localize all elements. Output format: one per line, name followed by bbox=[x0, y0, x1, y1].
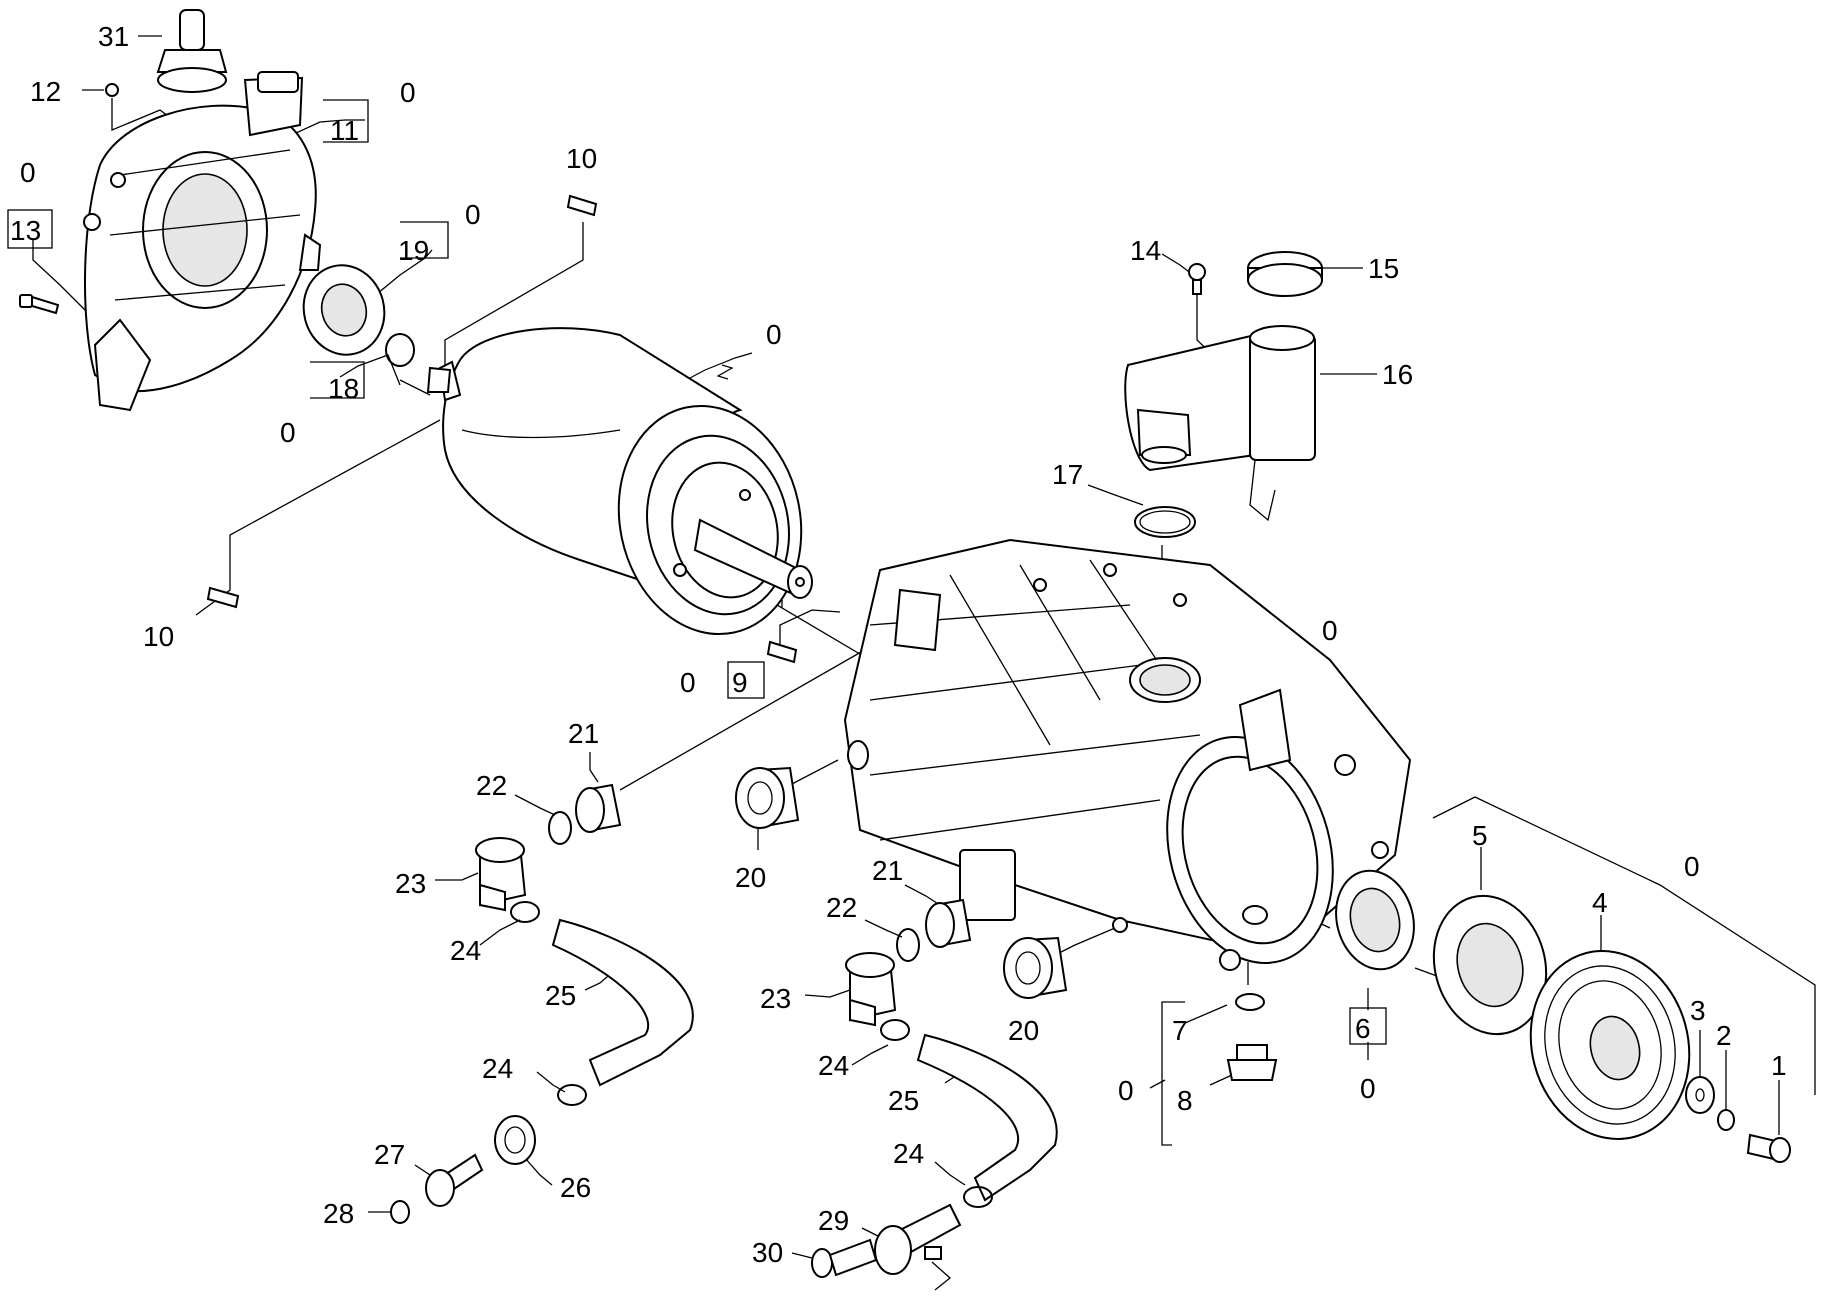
label-motor-zero: 0 bbox=[766, 319, 782, 350]
label-23-a: 23 bbox=[395, 868, 426, 899]
part-13-screw bbox=[19, 294, 60, 315]
part-12-screw bbox=[105, 83, 119, 97]
label-13: 13 bbox=[10, 215, 41, 246]
label-17: 17 bbox=[1052, 459, 1083, 490]
label-boxes bbox=[7, 99, 1387, 1045]
label-14: 14 bbox=[1130, 235, 1161, 266]
part-17-o-ring bbox=[1134, 506, 1196, 538]
label-6-zero: 0 bbox=[1360, 1073, 1376, 1104]
part-31-cap bbox=[156, 9, 228, 93]
label-15: 15 bbox=[1368, 253, 1399, 284]
part-25-hose-a bbox=[551, 918, 694, 1087]
label-7-8-zero: 0 bbox=[1118, 1075, 1134, 1106]
label-24-d: 24 bbox=[893, 1138, 924, 1169]
label-24-b: 24 bbox=[818, 1050, 849, 1081]
label-21-a: 21 bbox=[568, 718, 599, 749]
label-9-zero: 0 bbox=[680, 667, 696, 698]
label-22-b: 22 bbox=[826, 892, 857, 923]
label-1: 1 bbox=[1771, 1050, 1787, 1081]
part-22-clamp-b bbox=[896, 928, 920, 962]
label-24-c: 24 bbox=[482, 1053, 513, 1084]
part-29-valve bbox=[874, 1203, 962, 1275]
label-20-b: 20 bbox=[1008, 1015, 1039, 1046]
label-11: 11 bbox=[330, 115, 359, 146]
label-6: 6 bbox=[1355, 1013, 1371, 1044]
part-18-circlip bbox=[385, 333, 415, 367]
part-16-filler-neck bbox=[1124, 325, 1316, 522]
part-22-clamp-a bbox=[548, 811, 572, 845]
label-3: 3 bbox=[1690, 995, 1706, 1026]
part-9-key bbox=[766, 640, 798, 664]
label-12: 12 bbox=[30, 76, 61, 107]
label-31: 31 bbox=[98, 21, 129, 52]
label-right-zero: 0 bbox=[1684, 851, 1700, 882]
part-28-o-ring bbox=[390, 1200, 410, 1224]
label-4: 4 bbox=[1592, 887, 1608, 918]
label-26: 26 bbox=[560, 1172, 591, 1203]
part-7-o-ring bbox=[1235, 993, 1265, 1011]
label-5: 5 bbox=[1472, 820, 1488, 851]
motor-assembly bbox=[426, 327, 813, 636]
label-23-b: 23 bbox=[760, 983, 791, 1014]
pump-housing bbox=[843, 538, 1412, 971]
label-25-a: 25 bbox=[545, 980, 576, 1011]
part-23-elbow-a bbox=[475, 837, 527, 912]
part-2-lock-washer bbox=[1717, 1109, 1735, 1131]
label-18-zero: 0 bbox=[280, 417, 296, 448]
part-24-clamp-c bbox=[557, 1084, 587, 1106]
part-10-key-top bbox=[566, 194, 598, 217]
part-19-bearing bbox=[302, 264, 386, 356]
label-10-top: 10 bbox=[566, 143, 597, 174]
part-20-plug-a bbox=[735, 766, 800, 829]
part-labels: 31 12 0 11 0 13 10 0 19 18 0 0 14 15 16 … bbox=[10, 21, 1787, 1268]
part-4-pulley bbox=[1529, 950, 1691, 1140]
part-24-clamp-b bbox=[880, 1019, 910, 1041]
label-10-bottom: 10 bbox=[143, 621, 174, 652]
part-21-sleeve-a bbox=[575, 783, 622, 833]
part-23-elbow-b bbox=[845, 952, 897, 1027]
label-13-zero: 0 bbox=[20, 157, 36, 188]
label-16: 16 bbox=[1382, 359, 1413, 390]
label-2: 2 bbox=[1716, 1020, 1732, 1051]
label-11-zero: 0 bbox=[400, 77, 416, 108]
label-19-zero: 0 bbox=[465, 199, 481, 230]
part-26-union-nut bbox=[494, 1115, 536, 1165]
part-10-key-bottom bbox=[206, 586, 240, 609]
label-9: 9 bbox=[732, 667, 748, 698]
part-1-bolt bbox=[1746, 1133, 1791, 1163]
part-8-drain-plug bbox=[1226, 1044, 1278, 1081]
part-24-clamp-a bbox=[510, 901, 540, 923]
label-30: 30 bbox=[752, 1237, 783, 1268]
part-14-screw bbox=[1188, 263, 1206, 295]
part-21-sleeve-b bbox=[925, 898, 972, 948]
part-3-washer bbox=[1685, 1076, 1715, 1114]
part-11-end-shield bbox=[83, 71, 322, 412]
label-27: 27 bbox=[374, 1139, 405, 1170]
label-20-a: 20 bbox=[735, 862, 766, 893]
label-22-a: 22 bbox=[476, 770, 507, 801]
label-18: 18 bbox=[328, 373, 359, 404]
label-21-b: 21 bbox=[872, 855, 903, 886]
part-5-bearing bbox=[1432, 894, 1548, 1036]
part-24-clamp-d bbox=[963, 1186, 993, 1208]
label-28: 28 bbox=[323, 1198, 354, 1229]
label-housing-zero: 0 bbox=[1322, 615, 1338, 646]
label-24-a: 24 bbox=[450, 935, 481, 966]
part-15-cap bbox=[1247, 251, 1323, 297]
label-25-b: 25 bbox=[888, 1085, 919, 1116]
part-30-spring bbox=[811, 1238, 878, 1278]
label-19: 19 bbox=[398, 235, 429, 266]
part-27-fitting bbox=[425, 1153, 484, 1207]
part-20-plug-b bbox=[1003, 936, 1068, 999]
label-7: 7 bbox=[1172, 1015, 1188, 1046]
label-29: 29 bbox=[818, 1205, 849, 1236]
part-6-seal bbox=[1335, 869, 1415, 971]
part-25-hose-b bbox=[916, 1033, 1058, 1202]
label-8: 8 bbox=[1177, 1085, 1193, 1116]
